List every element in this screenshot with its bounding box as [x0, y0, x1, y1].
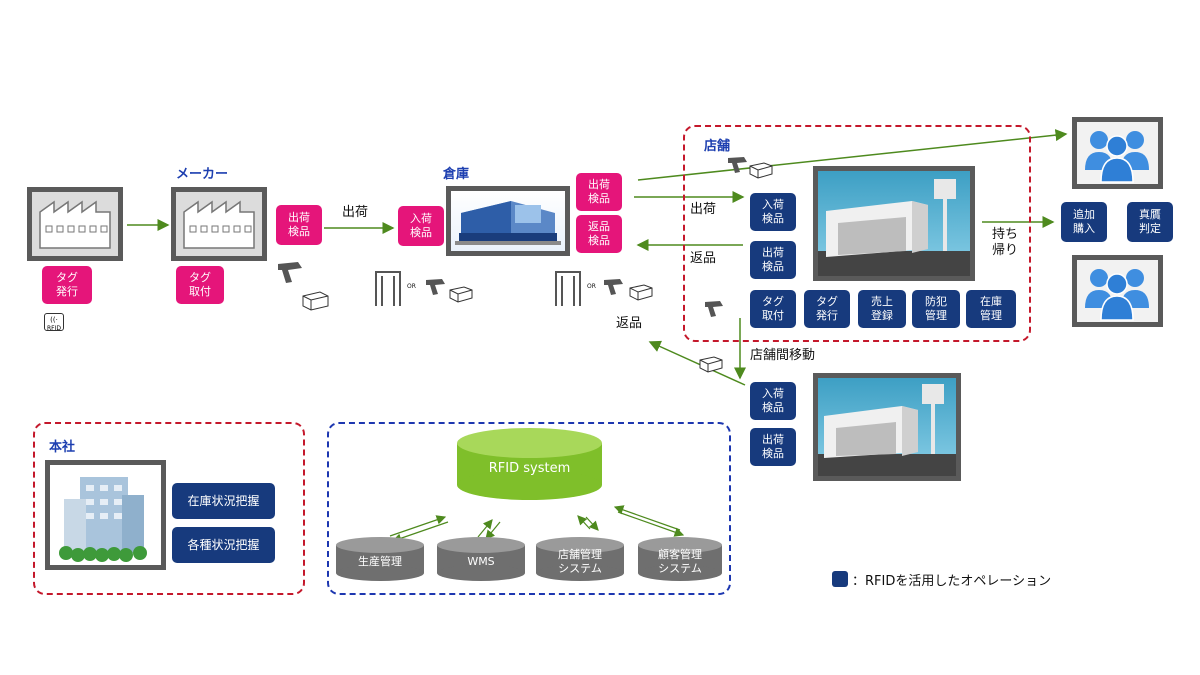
or-label-1: OR	[407, 283, 416, 290]
hq-title: 本社	[49, 440, 76, 455]
db-customer-management-label: 顧客管理 システム	[658, 548, 702, 575]
customer-frame-top	[1072, 117, 1163, 189]
store-region	[683, 125, 1031, 342]
rfid-system-label: RFID system	[488, 461, 571, 476]
db-wms-label: WMS	[467, 555, 495, 568]
hq-region	[33, 422, 305, 595]
people-icon	[1085, 269, 1149, 321]
rfid-reader-icon	[604, 279, 623, 295]
office-building-icon	[59, 477, 147, 562]
customer-additional-purchase: 追加 購入	[1061, 202, 1107, 242]
db-store-management-label: 店舗管理 システム	[558, 548, 602, 575]
flow-return-label-1: 返品	[690, 251, 717, 266]
maker-title: メーカー	[176, 167, 229, 182]
flow-ship-label-2: 出荷	[690, 202, 717, 217]
flow-transfer-label: 店舗間移動	[750, 348, 816, 363]
store-op-security: 防犯 管理	[912, 290, 960, 328]
store-title: 店舗	[704, 139, 731, 154]
arrow-store2-return	[648, 340, 746, 386]
warehouse-title: 倉庫	[443, 167, 470, 182]
box-icon	[699, 356, 723, 373]
maker-ship-inspect: 出荷 検品	[276, 205, 322, 245]
store-op-tag-attach: タグ 取付	[750, 290, 796, 328]
rfid-reader-icon	[728, 157, 747, 173]
hq-building-frame	[45, 460, 166, 570]
customer-authenticity-check: 真贋 判定	[1127, 202, 1173, 242]
box-icon	[449, 286, 473, 303]
db-store-management	[536, 537, 624, 581]
box-icon	[629, 284, 653, 301]
maker-factory-frame	[171, 187, 267, 261]
hq-item-inventory-status: 在庫状況把握	[172, 483, 275, 519]
flow-ship-label-1: 出荷	[342, 205, 369, 220]
db-wms	[437, 537, 525, 581]
store-icon	[818, 179, 970, 276]
or-label-2: OR	[587, 283, 596, 290]
warehouse-return-inspect: 返品 検品	[576, 215, 622, 253]
rfid-reader-icon	[705, 301, 723, 317]
db-production	[336, 537, 424, 581]
system-region	[327, 422, 731, 595]
warehouse-ship-inspect: 出荷 検品	[576, 173, 622, 211]
store-op-tag-issue: タグ 発行	[804, 290, 850, 328]
factory-icon	[39, 200, 111, 249]
rfid-reader-icon	[278, 262, 302, 283]
hq-item-various-status: 各種状況把握	[172, 527, 275, 563]
store2-ship-inspect: 出荷 検品	[750, 428, 796, 466]
store-icon	[818, 384, 956, 476]
customer-frame-bottom	[1072, 255, 1163, 327]
rfid-system-db	[457, 428, 602, 500]
maker-tag-attach: タグ 取付	[176, 266, 224, 304]
store-op-sales: 売上 登録	[858, 290, 906, 328]
box-icon	[749, 162, 773, 179]
flow-return-label-2: 返品	[616, 316, 643, 331]
flow-takeout-label: 持ち 帰り	[992, 227, 1019, 258]
rfid-gate-icon	[555, 271, 581, 306]
factory-left-frame	[27, 187, 123, 261]
factory-icon	[183, 200, 255, 249]
people-icon	[1085, 131, 1149, 183]
rfid-reader-icon	[426, 279, 445, 295]
box-icon	[302, 291, 329, 311]
store-receive-inspect: 入荷 検品	[750, 193, 796, 231]
store2-frame	[813, 373, 961, 481]
rfid-tag-icon: ((·RFID	[44, 313, 64, 332]
warehouse-icon	[455, 201, 561, 245]
legend-text: ：RFIDを活用したオペレーション	[852, 574, 1052, 589]
store2-receive-inspect: 入荷 検品	[750, 382, 796, 420]
store-frame	[813, 166, 975, 281]
db-customer-management	[638, 537, 722, 581]
legend-swatch	[832, 571, 848, 587]
rfid-gate-icon	[375, 271, 401, 306]
store-ship-inspect: 出荷 検品	[750, 241, 796, 279]
arrow-warehouse-to-customer	[637, 129, 1068, 181]
warehouse-frame	[446, 186, 570, 256]
warehouse-receive-inspect: 入荷 検品	[398, 206, 444, 246]
db-production-label: 生産管理	[358, 555, 402, 568]
factory-tag-issue: タグ 発行	[42, 266, 92, 304]
store-op-inventory: 在庫 管理	[966, 290, 1016, 328]
